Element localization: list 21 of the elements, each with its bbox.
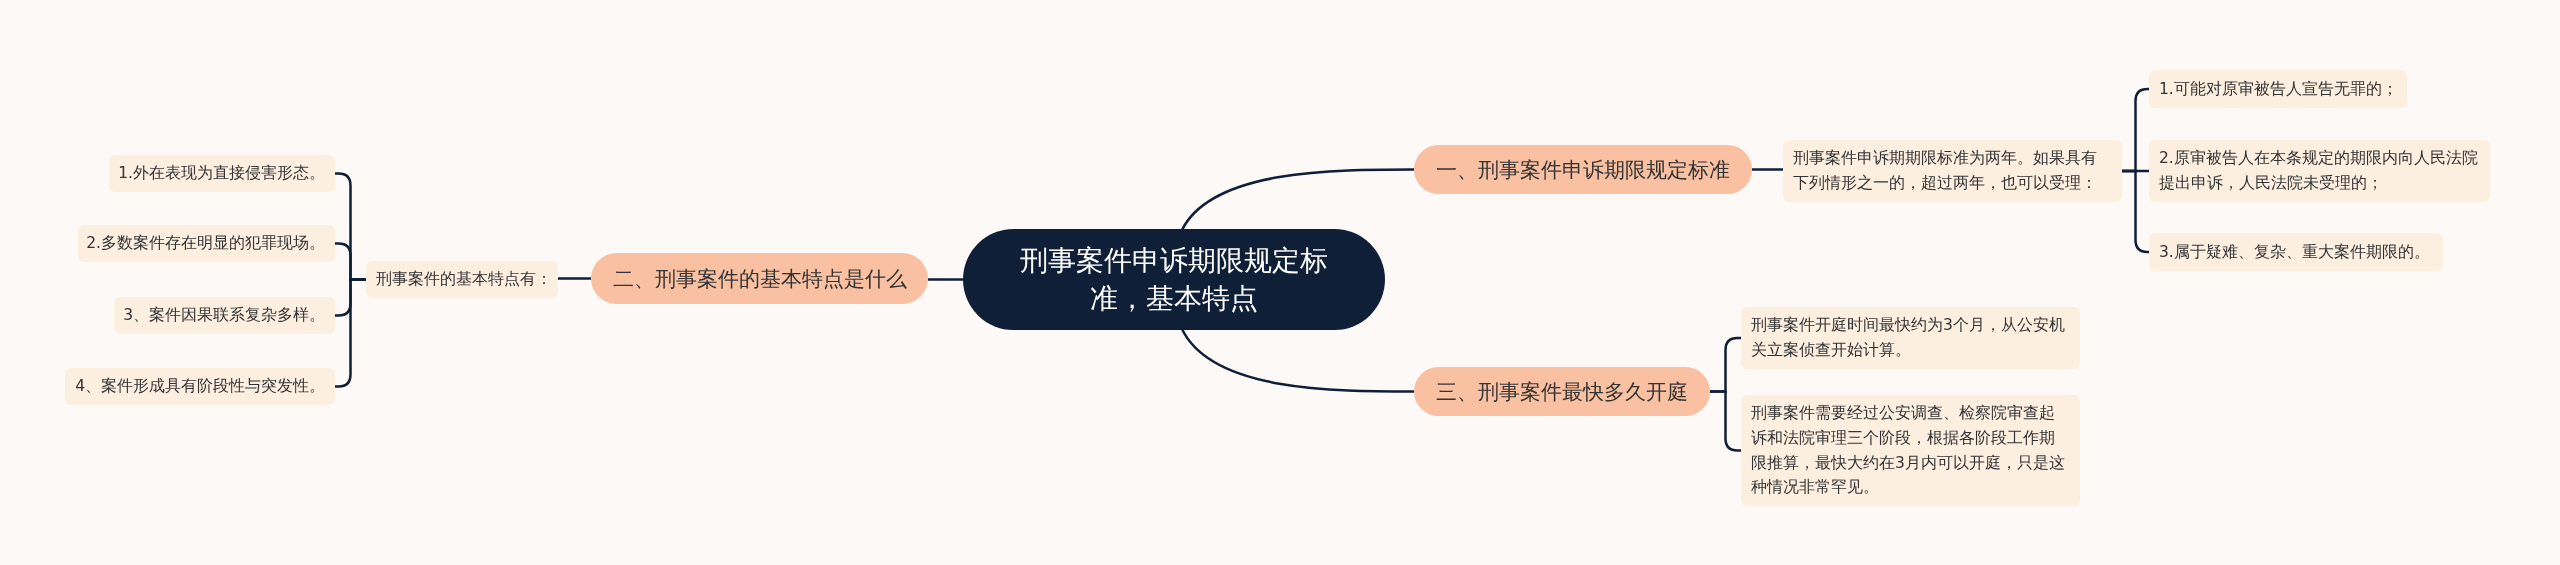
note-box: 1.外在表现为直接侵害形态。 bbox=[109, 155, 335, 192]
topic-pill: 三、刑事案件最快多久开庭 bbox=[1414, 367, 1710, 416]
connector-line bbox=[928, 278, 963, 281]
note-box: 2.原审被告人在本条规定的期限内向人民法院提出申诉，人民法院未受理的； bbox=[2149, 140, 2490, 202]
connector-line bbox=[1752, 168, 1783, 171]
note-box: 3.属于疑难、复杂、重大案件期限的。 bbox=[2149, 233, 2443, 271]
connector-line bbox=[2122, 169, 2150, 254]
note-box: 刑事案件开庭时间最快约为3个月，从公安机关立案侦查开始计算。 bbox=[1741, 307, 2080, 369]
connector-line bbox=[558, 277, 591, 280]
note-box: 4、案件形成具有阶段性与突发性。 bbox=[65, 368, 335, 405]
note-box: 2.多数案件存在明显的犯罪现场。 bbox=[78, 225, 335, 262]
topic-pill: 一、刑事案件申诉期限规定标准 bbox=[1414, 145, 1752, 194]
note-box: 刑事案件申诉期期限标准为两年。如果具有下列情形之一的，超过两年，也可以受理： bbox=[1783, 140, 2122, 202]
note-box: 3、案件因果联系复杂多样。 bbox=[114, 297, 335, 334]
note-box: 刑事案件的基本特点有： bbox=[366, 261, 558, 298]
connector-line bbox=[1180, 328, 1414, 393]
note-box: 刑事案件需要经过公安调查、检察院审查起诉和法院审理三个阶段，根据各阶段工作期限推算，最快大约在3月内可以开庭，只是这种情况非常罕见。 bbox=[1741, 395, 2080, 507]
topic-pill: 二、刑事案件的基本特点是什么 bbox=[591, 253, 928, 304]
note-box: 1.可能对原审被告人宣告无罪的； bbox=[2149, 70, 2407, 108]
central-topic: 刑事案件申诉期限规定标准，基本特点 bbox=[963, 229, 1385, 330]
connector-line bbox=[1180, 168, 1414, 231]
